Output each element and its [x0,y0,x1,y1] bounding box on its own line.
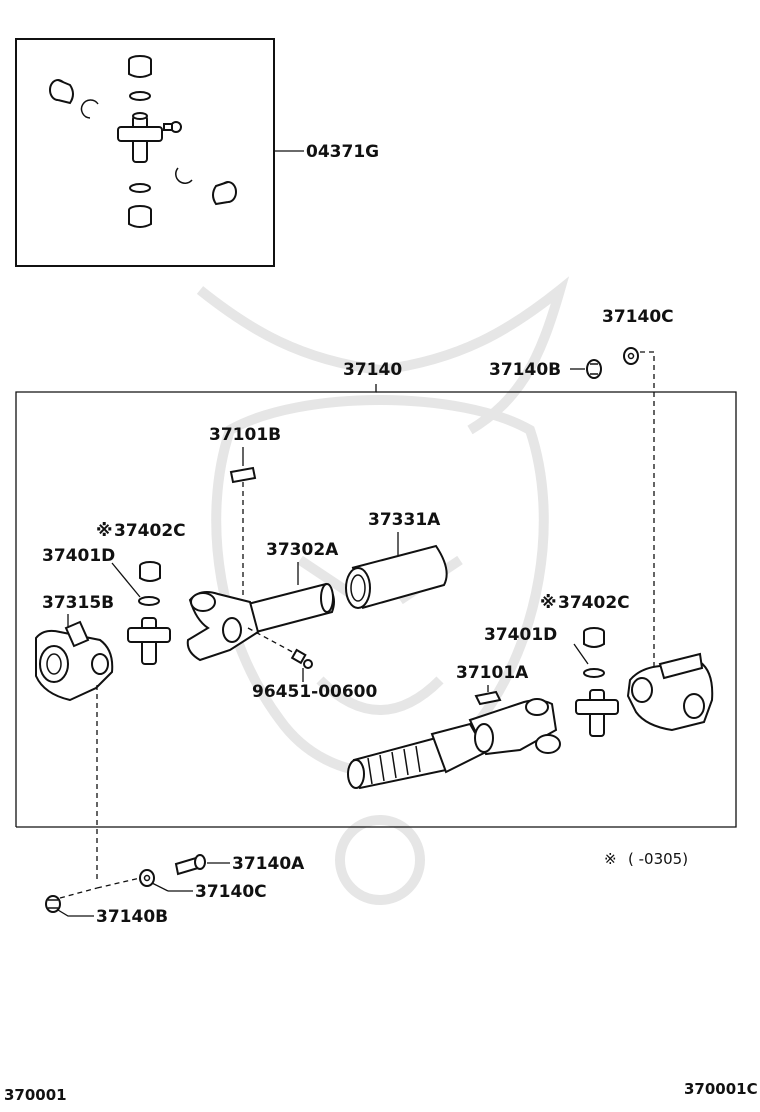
label-bearing-right: 37402C [558,593,630,613]
kit-inset-frame [15,38,275,267]
label-assembly: 37140 [343,360,402,380]
flange-yoke [35,620,114,702]
grease-fitting [290,648,313,669]
footer-code-left: 370001 [4,1086,67,1104]
snap-ring-bottom [129,183,151,193]
label-tube: 37302A [266,540,339,560]
snap-ring-left-main [138,596,160,606]
bolt-bottom-b [45,895,61,913]
propeller-tube-yoke [186,582,335,662]
bolt-top [586,359,602,379]
nut-top [623,347,639,365]
balance-weight-b [229,466,257,484]
sleeve-yoke-shaft [347,698,561,790]
balance-weight-a [474,690,502,706]
dash-nut-to-yoke [640,351,655,690]
snap-ring-right-main [583,668,605,678]
label-boot: 37331A [368,510,441,530]
label-nut-c-top: 37140C [602,307,674,327]
label-snap-left: 37401D [42,546,115,566]
snap-ring-right [175,167,193,184]
label-bolt-a: 37140A [232,854,305,874]
nut-bottom [139,869,155,887]
bearing-cap-left [49,79,74,105]
assembly-frame-left [15,384,377,827]
label-kit: 04371G [306,142,379,162]
label-bolt-b-top: 37140B [489,360,561,380]
label-weight-a: 37101A [456,663,529,683]
boot-sleeve [345,544,448,609]
bearing-cap-right [212,181,237,206]
note-range: ( -0305) [628,850,688,868]
label-bearing-right-mark: ※ [540,593,557,613]
spider-right [575,689,619,737]
spider-left [127,617,171,665]
label-bearing-left-mark: ※ [96,521,113,541]
yoke-right [626,652,714,732]
bolt-bottom-a [174,854,206,876]
assembly-frame-right [16,391,737,828]
label-bearing-left: 37402C [114,521,186,541]
snap-ring-top [129,91,151,101]
label-flange: 37315B [42,593,114,613]
snap-ring-left [80,99,99,119]
label-snap-right: 37401D [484,625,557,645]
bearing-cap-top [128,55,152,78]
spider-kit-illustration [49,55,237,228]
footer-code-right: 370001C [684,1080,758,1098]
bearing-cap-bottom [128,205,152,228]
bearing-cap-right-main [583,627,605,648]
label-weight-b: 37101B [209,425,281,445]
grease-nipple-kit [163,121,182,133]
label-grease-fitting: 96451-00600 [252,682,378,702]
label-bolt-b-bottom: 37140B [96,907,168,927]
spider-cross [117,112,163,163]
bearing-cap-left-main [139,561,161,582]
note-mark: ※ [604,850,617,868]
label-nut-c-bottom: 37140C [195,882,267,902]
